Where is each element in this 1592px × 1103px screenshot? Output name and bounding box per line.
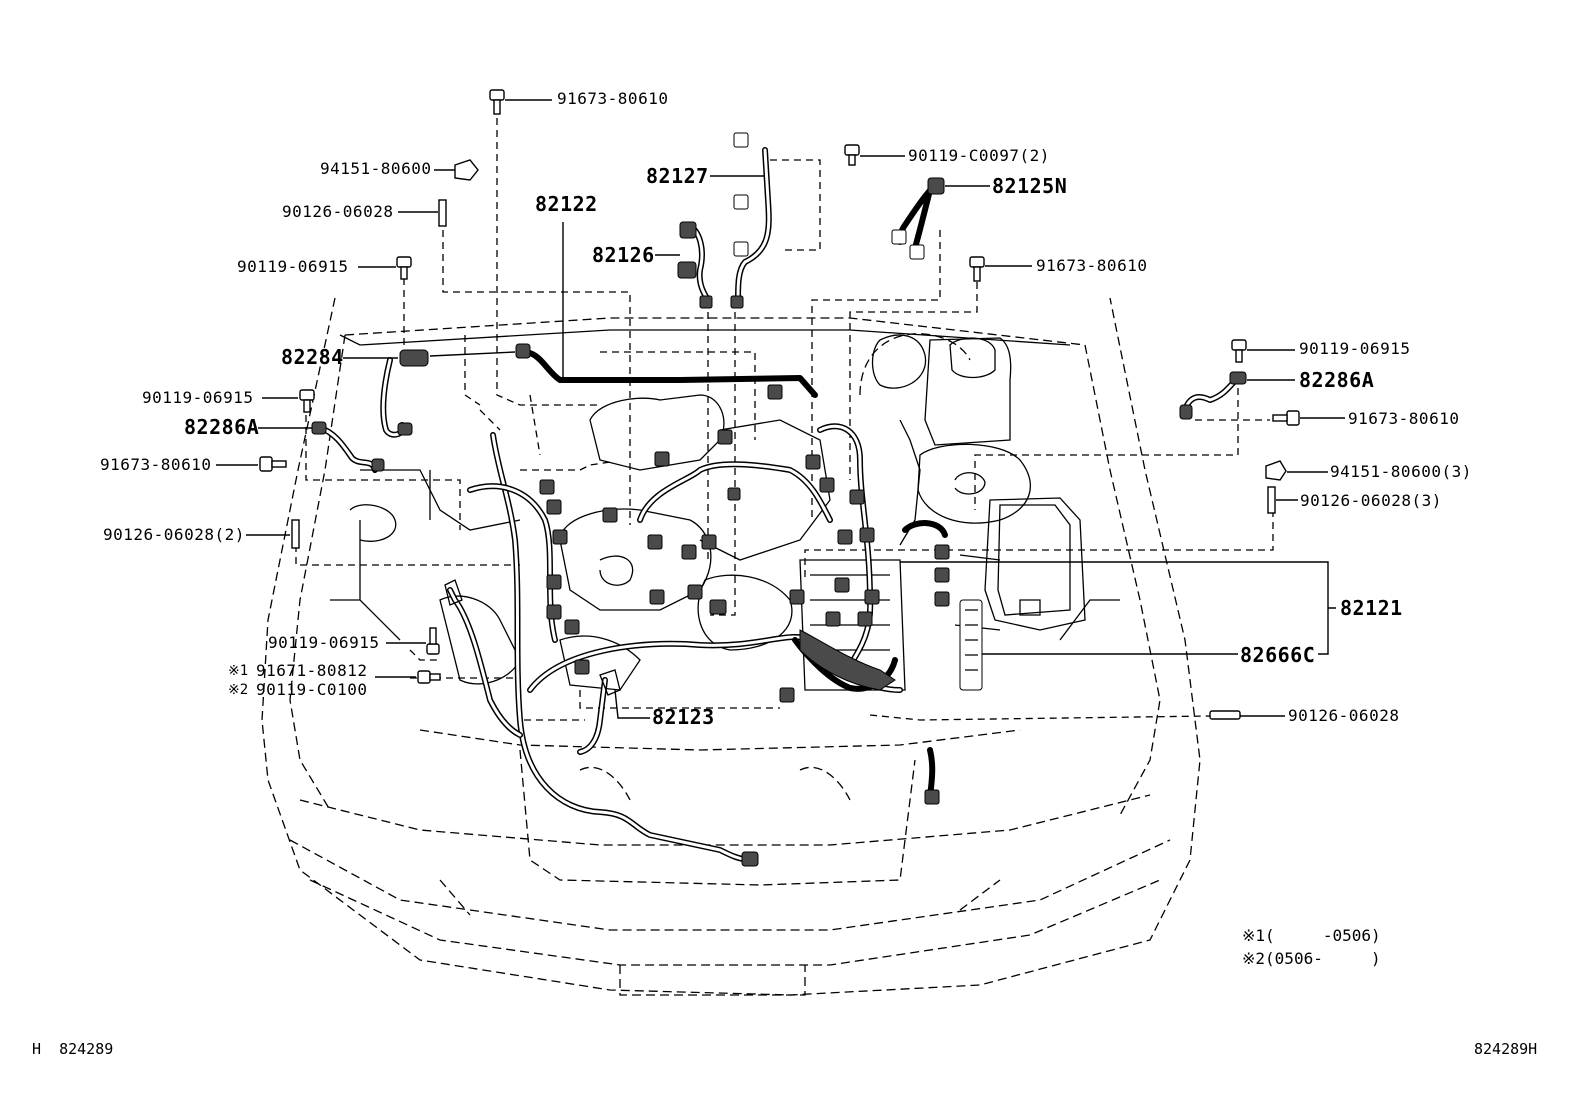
callout-82286A-left: 82286A — [184, 415, 260, 439]
callout-90119-C0100: 90119-C0100 — [256, 680, 368, 699]
callout-90119-C0097-2: 90119-C0097(2) — [908, 146, 1050, 165]
callout-82126: 82126 — [592, 243, 655, 267]
callout-90119-06915-left-2: 90119-06915 — [142, 388, 254, 407]
fasteners — [259, 89, 1300, 720]
callout-90119-06915-left-1: 90119-06915 — [237, 257, 349, 276]
callout-82125N: 82125N — [992, 174, 1068, 198]
callout-90126-06028-3: 90126-06028(3) — [1300, 491, 1442, 510]
callout-94151-80600-3: 94151-80600(3) — [1330, 462, 1472, 481]
illustration-id-left: H 824289 — [32, 1040, 114, 1058]
illustration-id-right: 824289H — [1474, 1040, 1538, 1058]
callout-82121: 82121 — [1340, 596, 1403, 620]
callout-91673-80610-right-1: 91673-80610 — [1036, 256, 1148, 275]
callout-82122: 82122 — [535, 192, 598, 216]
variant-note-1: ※1( -0506) — [1242, 926, 1381, 945]
variant-note-2: ※2(0506- ) — [1242, 949, 1381, 968]
callout-82284: 82284 — [281, 345, 344, 369]
callout-90126-06028-left: 90126-06028 — [282, 202, 394, 221]
variant-mark-1: ※1 — [228, 663, 249, 679]
reference-lines — [295, 118, 1274, 721]
callout-82666C: 82666C — [1240, 643, 1316, 667]
callout-91671-80812: 91671-80812 — [256, 661, 368, 680]
callout-91673-80610-left: 91673-80610 — [100, 455, 212, 474]
callout-91673-80610-top: 91673-80610 — [557, 89, 669, 108]
callout-90119-06915-right: 90119-06915 — [1299, 339, 1411, 358]
engine-components — [330, 329, 1120, 691]
callout-82286A-right: 82286A — [1299, 368, 1375, 392]
connectors — [311, 132, 1247, 867]
variant-mark-2: ※2 — [228, 682, 249, 698]
callout-90119-06915-left-3: 90119-06915 — [268, 633, 380, 652]
callout-90126-06028-2: 90126-06028(2) — [103, 525, 245, 544]
callout-91673-80610-right-2: 91673-80610 — [1348, 409, 1460, 428]
leader-lines — [216, 99, 1345, 719]
callout-94151-80600-left: 94151-80600 — [320, 159, 432, 178]
callout-82123: 82123 — [652, 705, 715, 729]
body-outline — [261, 297, 1201, 996]
callout-90126-06028-right: 90126-06028 — [1288, 706, 1400, 725]
callout-82127: 82127 — [646, 164, 709, 188]
